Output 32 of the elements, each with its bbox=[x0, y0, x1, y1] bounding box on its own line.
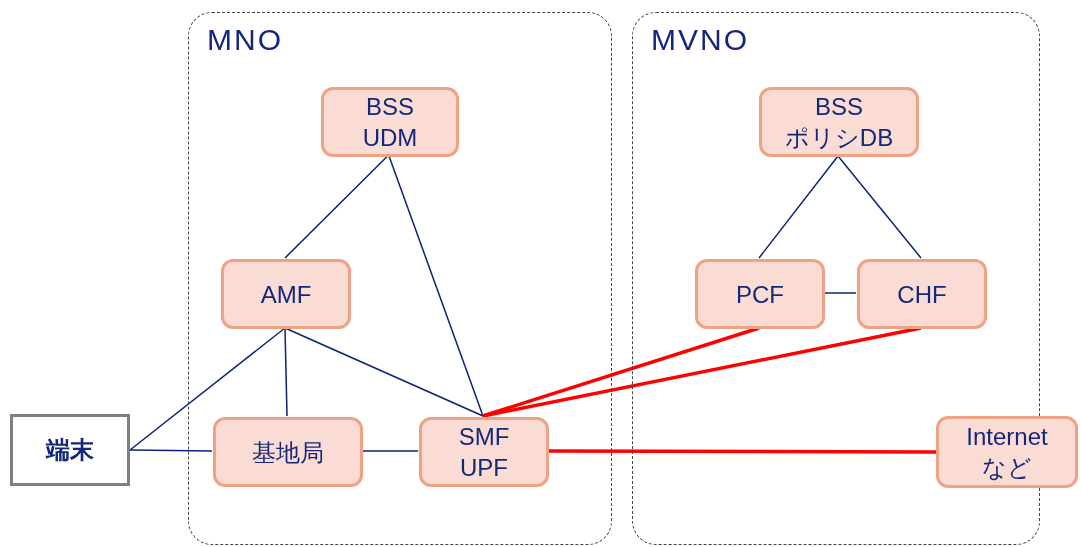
function-box bbox=[759, 87, 919, 157]
connector-line bbox=[388, 155, 484, 417]
node-label: Internet など bbox=[965, 422, 1049, 483]
connector-line bbox=[548, 449, 936, 454]
function-box bbox=[213, 417, 363, 487]
function-box bbox=[695, 259, 825, 329]
connector-line bbox=[837, 155, 922, 259]
node-label: CHF bbox=[897, 279, 947, 310]
function-box bbox=[857, 259, 987, 329]
connector-line bbox=[823, 292, 857, 294]
connector-line bbox=[129, 449, 213, 452]
group-title: MVNO bbox=[651, 23, 749, 57]
device-box bbox=[10, 414, 130, 486]
node-label: PCF bbox=[736, 279, 784, 310]
group-title: MNO bbox=[207, 23, 283, 57]
connector-line bbox=[758, 155, 839, 259]
connector-line bbox=[361, 450, 419, 452]
node-label: 端末 bbox=[46, 435, 94, 465]
connector-line bbox=[129, 327, 286, 451]
function-box bbox=[936, 416, 1078, 488]
function-box bbox=[221, 259, 351, 329]
node-label: AMF bbox=[260, 279, 312, 310]
connector-line bbox=[284, 327, 484, 417]
group-frame bbox=[188, 12, 612, 545]
node-label: BSS UDM bbox=[361, 92, 419, 153]
function-box bbox=[419, 417, 549, 487]
connector-line bbox=[284, 155, 389, 259]
node-label: BSS ポリシDB bbox=[783, 92, 895, 153]
connector-line bbox=[284, 327, 288, 417]
node-label: SMF UPF bbox=[457, 422, 511, 483]
function-box bbox=[321, 87, 459, 157]
node-label: 基地局 bbox=[252, 437, 324, 468]
